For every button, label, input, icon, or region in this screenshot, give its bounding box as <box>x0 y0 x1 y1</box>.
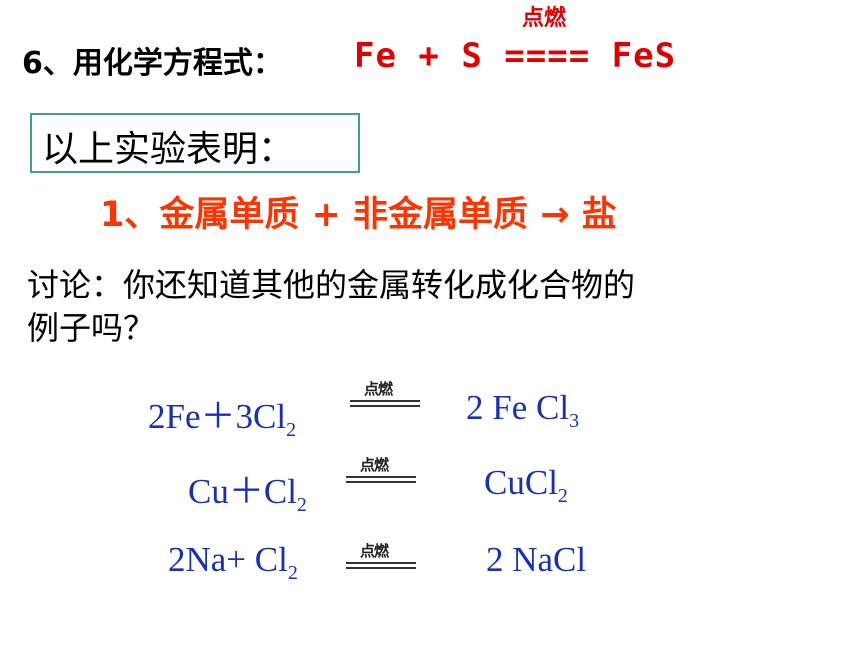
reaction-2-product: CuCl2 <box>484 463 568 507</box>
question-label: 6、用化学方程式： <box>22 46 283 81</box>
reaction-3-reactants: 2Na+ Cl2 <box>168 540 298 584</box>
reaction-2-reactants: Cu＋Cl2 <box>188 472 307 516</box>
conclusion-rule-1: 1、金属单质 + 非金属单质 → 盐 <box>100 195 617 235</box>
reaction-3-product: 2 NaCl <box>486 540 587 579</box>
reaction-1-condition-label: 点燃 <box>364 380 393 398</box>
conclusion-box <box>30 113 360 173</box>
reaction-condition-label: 点燃 <box>522 6 567 31</box>
reaction-1-condition-arrow: 点燃 <box>350 378 420 414</box>
reaction-1-product: 2 Fe Cl3 <box>466 388 580 432</box>
reaction-3-condition-arrow: 点燃 <box>346 540 416 576</box>
iron-sulfur-equation: Fe + S ==== FeS <box>354 36 677 76</box>
conclusion-title: 以上实验表明： <box>42 129 295 170</box>
reaction-2-condition-arrow: 点燃 <box>346 454 416 490</box>
discussion-line-2: 例子吗？ <box>27 309 156 347</box>
reaction-3-condition-label: 点燃 <box>360 542 389 560</box>
reaction-2-condition-label: 点燃 <box>360 456 389 474</box>
discussion-line-1: 讨论：你还知道其他的金属转化成化合物的 <box>27 266 636 304</box>
reaction-1-reactants: 2Fe＋3Cl2 <box>148 397 297 441</box>
